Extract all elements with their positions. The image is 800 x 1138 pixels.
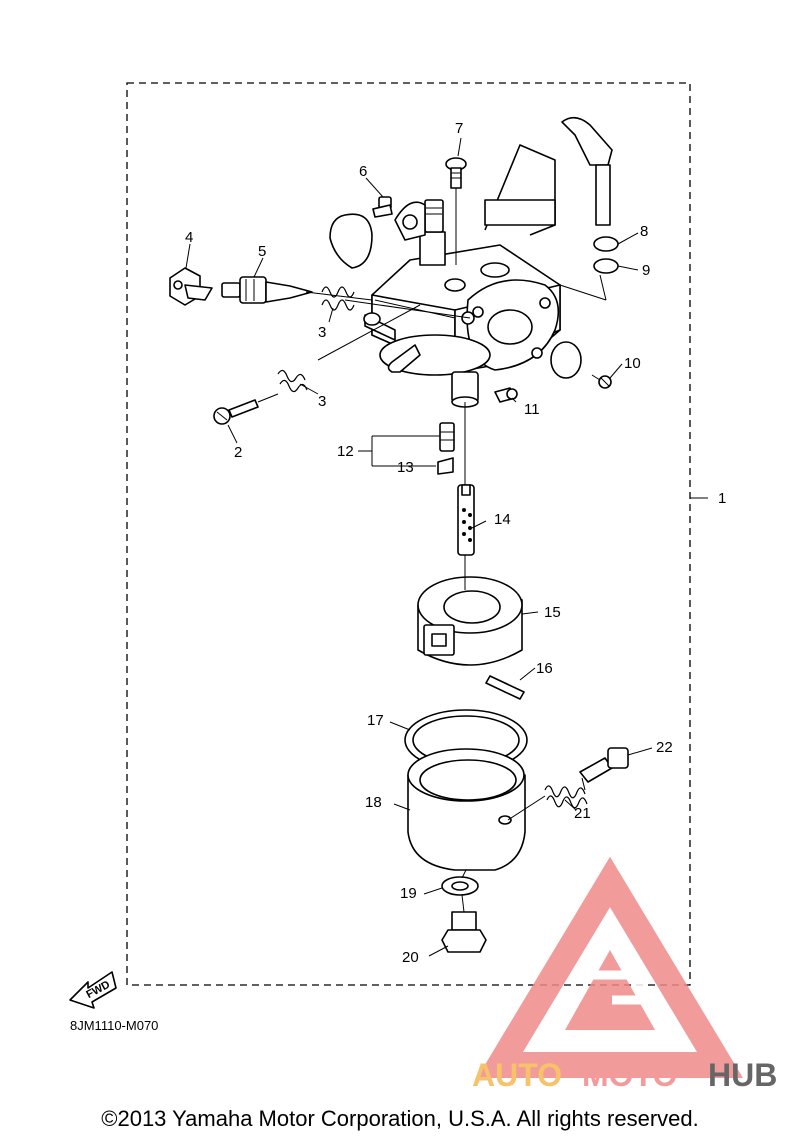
callout-numbers: 7 6 4 5 8 9 3 10 3 11 2 12 13 1 14 15 16… <box>185 120 726 966</box>
reference-code: 8JM1110-M070 <box>70 1018 158 1033</box>
callout-12: 12 <box>337 443 354 460</box>
callout-20: 20 <box>402 949 419 966</box>
part-3-spring-upper <box>321 286 355 311</box>
callout-10: 10 <box>624 355 641 372</box>
callout-4: 4 <box>185 229 193 246</box>
part-13-clip <box>437 457 454 475</box>
part-10-screw <box>550 341 612 389</box>
part-21-spring <box>544 785 588 809</box>
part-15-float <box>417 576 523 666</box>
part-22-screw <box>579 747 629 783</box>
callout-14: 14 <box>494 511 511 528</box>
callout-8: 8 <box>640 223 648 240</box>
callout-5: 5 <box>258 243 266 260</box>
watermark-text: AUTO MOTO HUB <box>472 1057 777 1093</box>
callout-3-lower: 3 <box>318 393 326 410</box>
part-2-screw <box>213 399 259 425</box>
callout-19: 19 <box>400 885 417 902</box>
carburetor-body <box>329 144 561 408</box>
callout-18: 18 <box>365 794 382 811</box>
part-14-tube <box>457 484 475 556</box>
part-7-screw <box>445 157 467 189</box>
part-12-needle <box>439 422 455 452</box>
callout-15: 15 <box>544 604 561 621</box>
part-3-spring-lower <box>277 369 308 393</box>
callout-2: 2 <box>234 444 242 461</box>
part-19-washer <box>441 876 479 896</box>
fwd-arrow-icon: FWD <box>69 971 117 1009</box>
callout-9: 9 <box>642 262 650 279</box>
callout-21: 21 <box>574 805 591 822</box>
watermark-logo <box>477 856 743 1078</box>
assembly-boundary <box>126 82 691 986</box>
callout-6: 6 <box>359 163 367 180</box>
watermark-auto: AUTO <box>472 1057 562 1093</box>
part-4-cap <box>169 267 213 306</box>
copyright-footer: ©2013 Yamaha Motor Corporation, U.S.A. A… <box>101 1106 698 1131</box>
part-6-screw <box>372 196 393 218</box>
callout-3-upper: 3 <box>318 324 326 341</box>
part-20-bolt <box>441 911 487 953</box>
callout-22: 22 <box>656 739 673 756</box>
callout-11: 11 <box>524 401 540 418</box>
watermark-moto: MOTO <box>582 1057 677 1093</box>
leader-lines <box>185 137 708 957</box>
part-16-pin <box>485 675 525 700</box>
callout-13: 13 <box>397 459 414 476</box>
callout-7: 7 <box>455 120 463 137</box>
part-5-screw <box>221 276 313 304</box>
callout-17: 17 <box>367 712 384 729</box>
callout-1: 1 <box>718 490 726 507</box>
watermark-hub: HUB <box>708 1057 777 1093</box>
part-11-screw <box>494 387 518 403</box>
callout-16: 16 <box>536 660 553 677</box>
part-18-bowl <box>407 748 526 871</box>
part-lever-assembly <box>561 116 619 274</box>
